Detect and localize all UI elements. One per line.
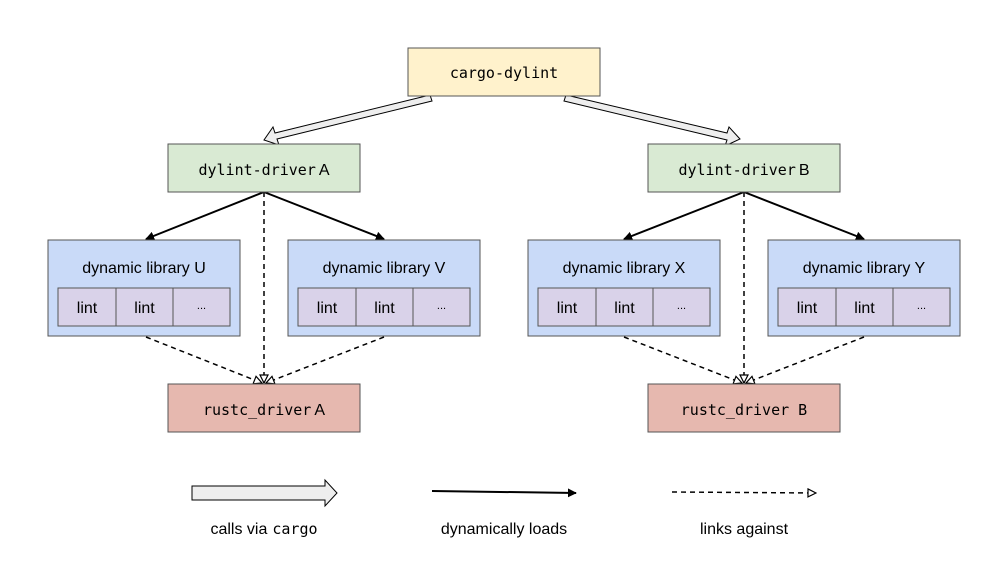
legend-links-arrow-icon xyxy=(671,492,816,493)
library-y-lint-cell-1 xyxy=(777,287,837,327)
library-y-lint-2: lint xyxy=(854,300,875,317)
library-y-title: dynamic library Y xyxy=(803,260,926,277)
library-y-lint-1: lint xyxy=(797,300,818,317)
dylint-driver-b-name: dylint-driver xyxy=(678,161,795,179)
rustc-driver-a-suffix: A xyxy=(314,402,325,419)
links-arrow-lib-u xyxy=(145,336,262,383)
links-arrow-lib-x xyxy=(623,336,742,383)
library-y-lint-cell-3 xyxy=(892,287,951,327)
legend-calls-label: calls via cargo xyxy=(210,520,317,538)
library-x-lint-cell-3 xyxy=(652,287,711,327)
rustc-driver-a-box xyxy=(167,383,361,433)
library-v-title: dynamic library V xyxy=(323,260,446,277)
cargo-dylint-box xyxy=(407,47,601,97)
dylint-driver-a-box xyxy=(167,143,361,193)
legend: calls via cargo dynamically loads links a… xyxy=(191,478,816,538)
calls-arrow-to-driver-b xyxy=(563,94,741,147)
library-v-node: dynamic library V lint lint ... xyxy=(287,239,481,337)
loads-arrow-a-to-u xyxy=(145,191,265,241)
links-arrow-lib-y xyxy=(746,336,865,383)
library-x-lint-1: lint xyxy=(557,300,578,317)
library-y-node: dynamic library Y lint lint ... xyxy=(767,239,961,337)
library-v-lint-2: lint xyxy=(374,300,395,317)
dylint-driver-a-name: dylint-driver xyxy=(198,161,315,179)
legend-calls-text: calls via xyxy=(210,521,267,538)
cargo-dylint-node: cargo-dylint xyxy=(407,47,601,97)
library-v-lint-cell-3 xyxy=(412,287,471,327)
library-v-lint-1: lint xyxy=(317,300,338,317)
dylint-driver-a-suffix: A xyxy=(319,162,330,179)
library-x-lint-more: ... xyxy=(677,300,686,312)
rustc-driver-b-box xyxy=(647,383,841,433)
library-x-lint-2: lint xyxy=(614,300,635,317)
legend-links-label: links against xyxy=(700,521,789,538)
rustc-driver-a-name: rustc_driver xyxy=(203,401,311,419)
legend-calls-arrow-icon xyxy=(191,478,338,508)
legend-loads-label: dynamically loads xyxy=(441,521,567,538)
library-u-lint-cell-2 xyxy=(115,287,174,327)
legend-loads-arrow-icon xyxy=(431,488,577,498)
loads-arrow-b-to-x xyxy=(623,191,745,241)
dylint-driver-b-box xyxy=(647,143,841,193)
rustc-driver-b-node: rustc_driver B xyxy=(647,383,841,433)
library-u-lint-2: lint xyxy=(134,300,155,317)
library-v-lint-cell-2 xyxy=(355,287,414,327)
loads-arrow-a-to-v xyxy=(263,191,385,241)
loads-arrow-b-to-y xyxy=(743,191,865,241)
legend-calls-mono: cargo xyxy=(272,520,317,538)
library-u-title: dynamic library U xyxy=(82,260,206,277)
dylint-driver-b-suffix: B xyxy=(799,162,810,179)
library-u-lint-1: lint xyxy=(77,300,98,317)
library-y-lint-more: ... xyxy=(917,300,926,312)
library-u-node: dynamic library U lint lint ... xyxy=(47,239,241,337)
library-v-lint-more: ... xyxy=(437,300,446,312)
links-arrow-lib-v xyxy=(266,336,385,383)
connectors xyxy=(145,94,865,383)
calls-arrow-to-driver-a xyxy=(263,94,433,146)
library-u-lint-more: ... xyxy=(197,300,206,312)
library-x-node: dynamic library X lint lint ... xyxy=(527,239,721,337)
library-u-lint-cell-3 xyxy=(172,287,231,327)
cargo-dylint-label: cargo-dylint xyxy=(450,64,558,82)
library-x-lint-cell-2 xyxy=(595,287,654,327)
library-x-title: dynamic library X xyxy=(563,260,686,277)
rustc-driver-b-label: rustc_driver B xyxy=(681,401,807,419)
library-y-lint-cell-2 xyxy=(835,287,894,327)
